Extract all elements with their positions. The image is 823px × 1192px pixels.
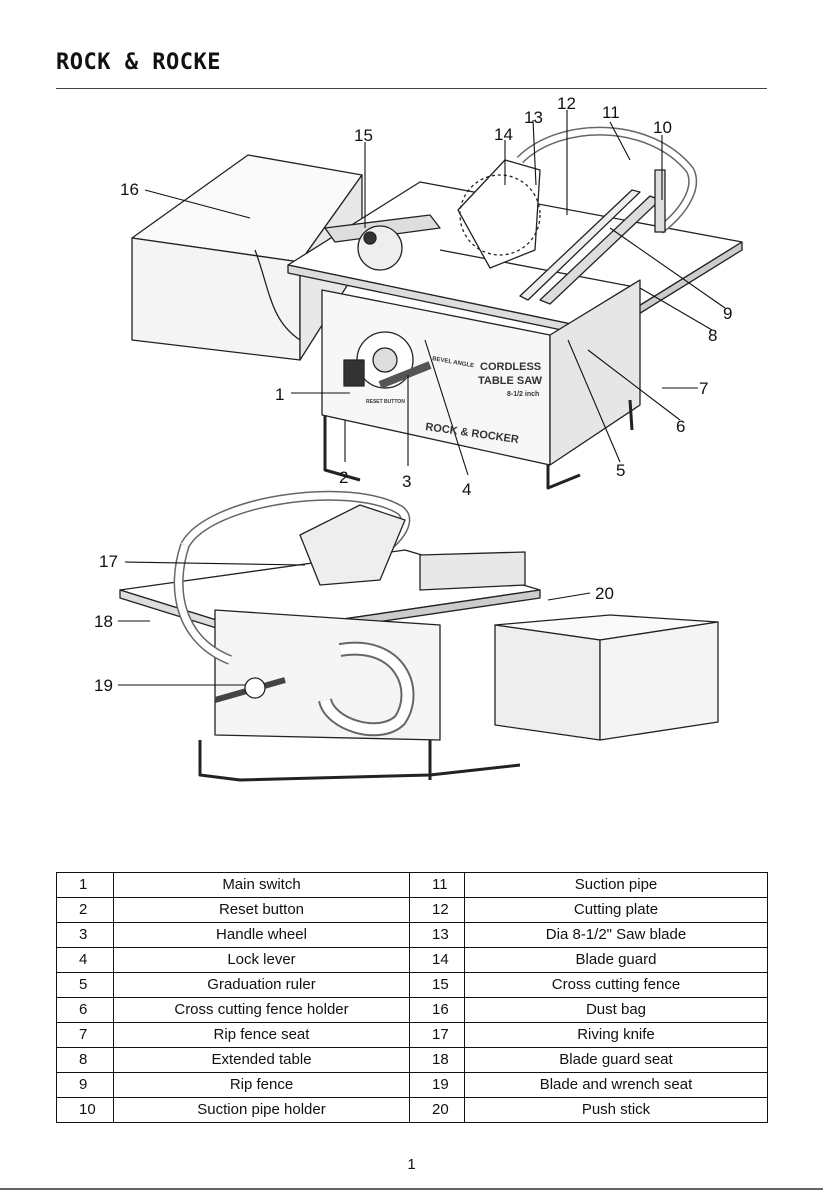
callout-10: 10 [653,118,672,137]
callout-2: 2 [339,468,348,487]
footer-rule [0,1188,823,1190]
part-name: Blade guard [464,947,768,973]
part-name: Dust bag [464,997,768,1023]
part-number: 10 [56,1097,114,1123]
part-name: Suction pipe [464,872,768,898]
callout-6: 6 [676,417,685,436]
part-name: Riving knife [464,1022,768,1048]
part-name: Rip fence [113,1072,410,1098]
part-number: 17 [409,1022,465,1048]
callout-7: 7 [699,379,708,398]
saw-body-drawing [321,279,641,490]
part-number: 14 [409,947,465,973]
callout-13: 13 [524,108,543,127]
table-row: 6 Cross cutting fence holder 16 Dust bag [56,997,768,1023]
cross-fence-drawing [324,214,441,271]
callout-19: 19 [94,676,113,695]
leader-lines-top [144,110,726,476]
table-saw-illustration: 1 2 3 4 5 6 7 8 9 10 11 12 13 14 15 16 1… [94,94,743,782]
part-name: Reset button [113,897,410,923]
part-name: Blade guard seat [464,1047,768,1073]
part-number: 16 [409,997,465,1023]
part-name: Handle wheel [113,922,410,948]
callout-16: 16 [120,180,139,199]
part-name: Graduation ruler [113,972,410,998]
callout-11: 11 [602,103,620,122]
callout-20: 20 [595,584,614,603]
table-row: 4 Lock lever 14 Blade guard [56,947,768,973]
table-row: 10 Suction pipe holder 20 Push stick [56,1097,768,1123]
part-name: Blade and wrench seat [464,1072,768,1098]
callout-14: 14 [494,125,513,144]
machine-label-size: 8-1/2 inch [507,391,539,398]
table-row: 1 Main switch 11 Suction pipe [56,872,768,898]
machine-switch-label: RESET BUTTON [366,399,405,405]
callout-3: 3 [402,472,411,491]
callout-15: 15 [354,126,373,145]
parts-table: 1 Main switch 11 Suction pipe 2 Reset bu… [56,872,768,1123]
table-row: 8 Extended table 18 Blade guard seat [56,1047,768,1073]
part-number: 8 [56,1047,114,1073]
part-name: Push stick [464,1097,768,1123]
part-name: Rip fence seat [113,1022,410,1048]
part-number: 15 [409,972,465,998]
callout-numbers: 1 2 3 4 5 6 7 8 9 10 11 12 13 14 15 16 1… [94,94,732,695]
table-row: 2 Reset button 12 Cutting plate [56,897,768,923]
callout-5: 5 [616,461,625,480]
leader-lines-rear [118,561,591,686]
blade-guard-drawing [457,126,698,269]
part-number: 2 [56,897,114,923]
callout-17: 17 [99,552,118,571]
part-number: 11 [409,872,465,898]
rear-view-drawing [119,490,719,782]
page-number: 1 [407,1156,416,1173]
callout-18: 18 [94,612,113,631]
brand-logo: ROCK & ROCKER [56,50,221,72]
part-number: 9 [56,1072,114,1098]
part-name: Cross cutting fence [464,972,768,998]
table-row: 7 Rip fence seat 17 Riving knife [56,1022,768,1048]
header-rule [56,88,767,89]
table-row: 3 Handle wheel 13 Dia 8-1/2" Saw blade [56,922,768,948]
callout-9: 9 [723,304,732,323]
part-name: Main switch [113,872,410,898]
part-number: 20 [409,1097,465,1123]
part-number: 6 [56,997,114,1023]
part-number: 7 [56,1022,114,1048]
part-name: Cutting plate [464,897,768,923]
part-number: 18 [409,1047,465,1073]
machine-label-cordless: CORDLESS [480,361,541,373]
callout-8: 8 [708,326,717,345]
part-number: 1 [56,872,114,898]
callout-4: 4 [462,480,471,499]
part-number: 12 [409,897,465,923]
part-name: Lock lever [113,947,410,973]
callout-12: 12 [557,94,576,113]
brand-logo-text: ROCK & ROCKER [56,50,221,72]
machine-label-table-saw: TABLE SAW [478,375,543,387]
part-number: 5 [56,972,114,998]
part-name: Cross cutting fence holder [113,997,410,1023]
table-row: 9 Rip fence 19 Blade and wrench seat [56,1072,768,1098]
table-row: 5 Graduation ruler 15 Cross cutting fenc… [56,972,768,998]
callout-1: 1 [275,385,284,404]
part-number: 13 [409,922,465,948]
parts-table-body: 1 Main switch 11 Suction pipe 2 Reset bu… [56,872,768,1123]
part-number: 3 [56,922,114,948]
part-name: Suction pipe holder [113,1097,410,1123]
part-name: Dia 8-1/2" Saw blade [464,922,768,948]
part-name: Extended table [113,1047,410,1073]
part-number: 19 [409,1072,465,1098]
part-number: 4 [56,947,114,973]
